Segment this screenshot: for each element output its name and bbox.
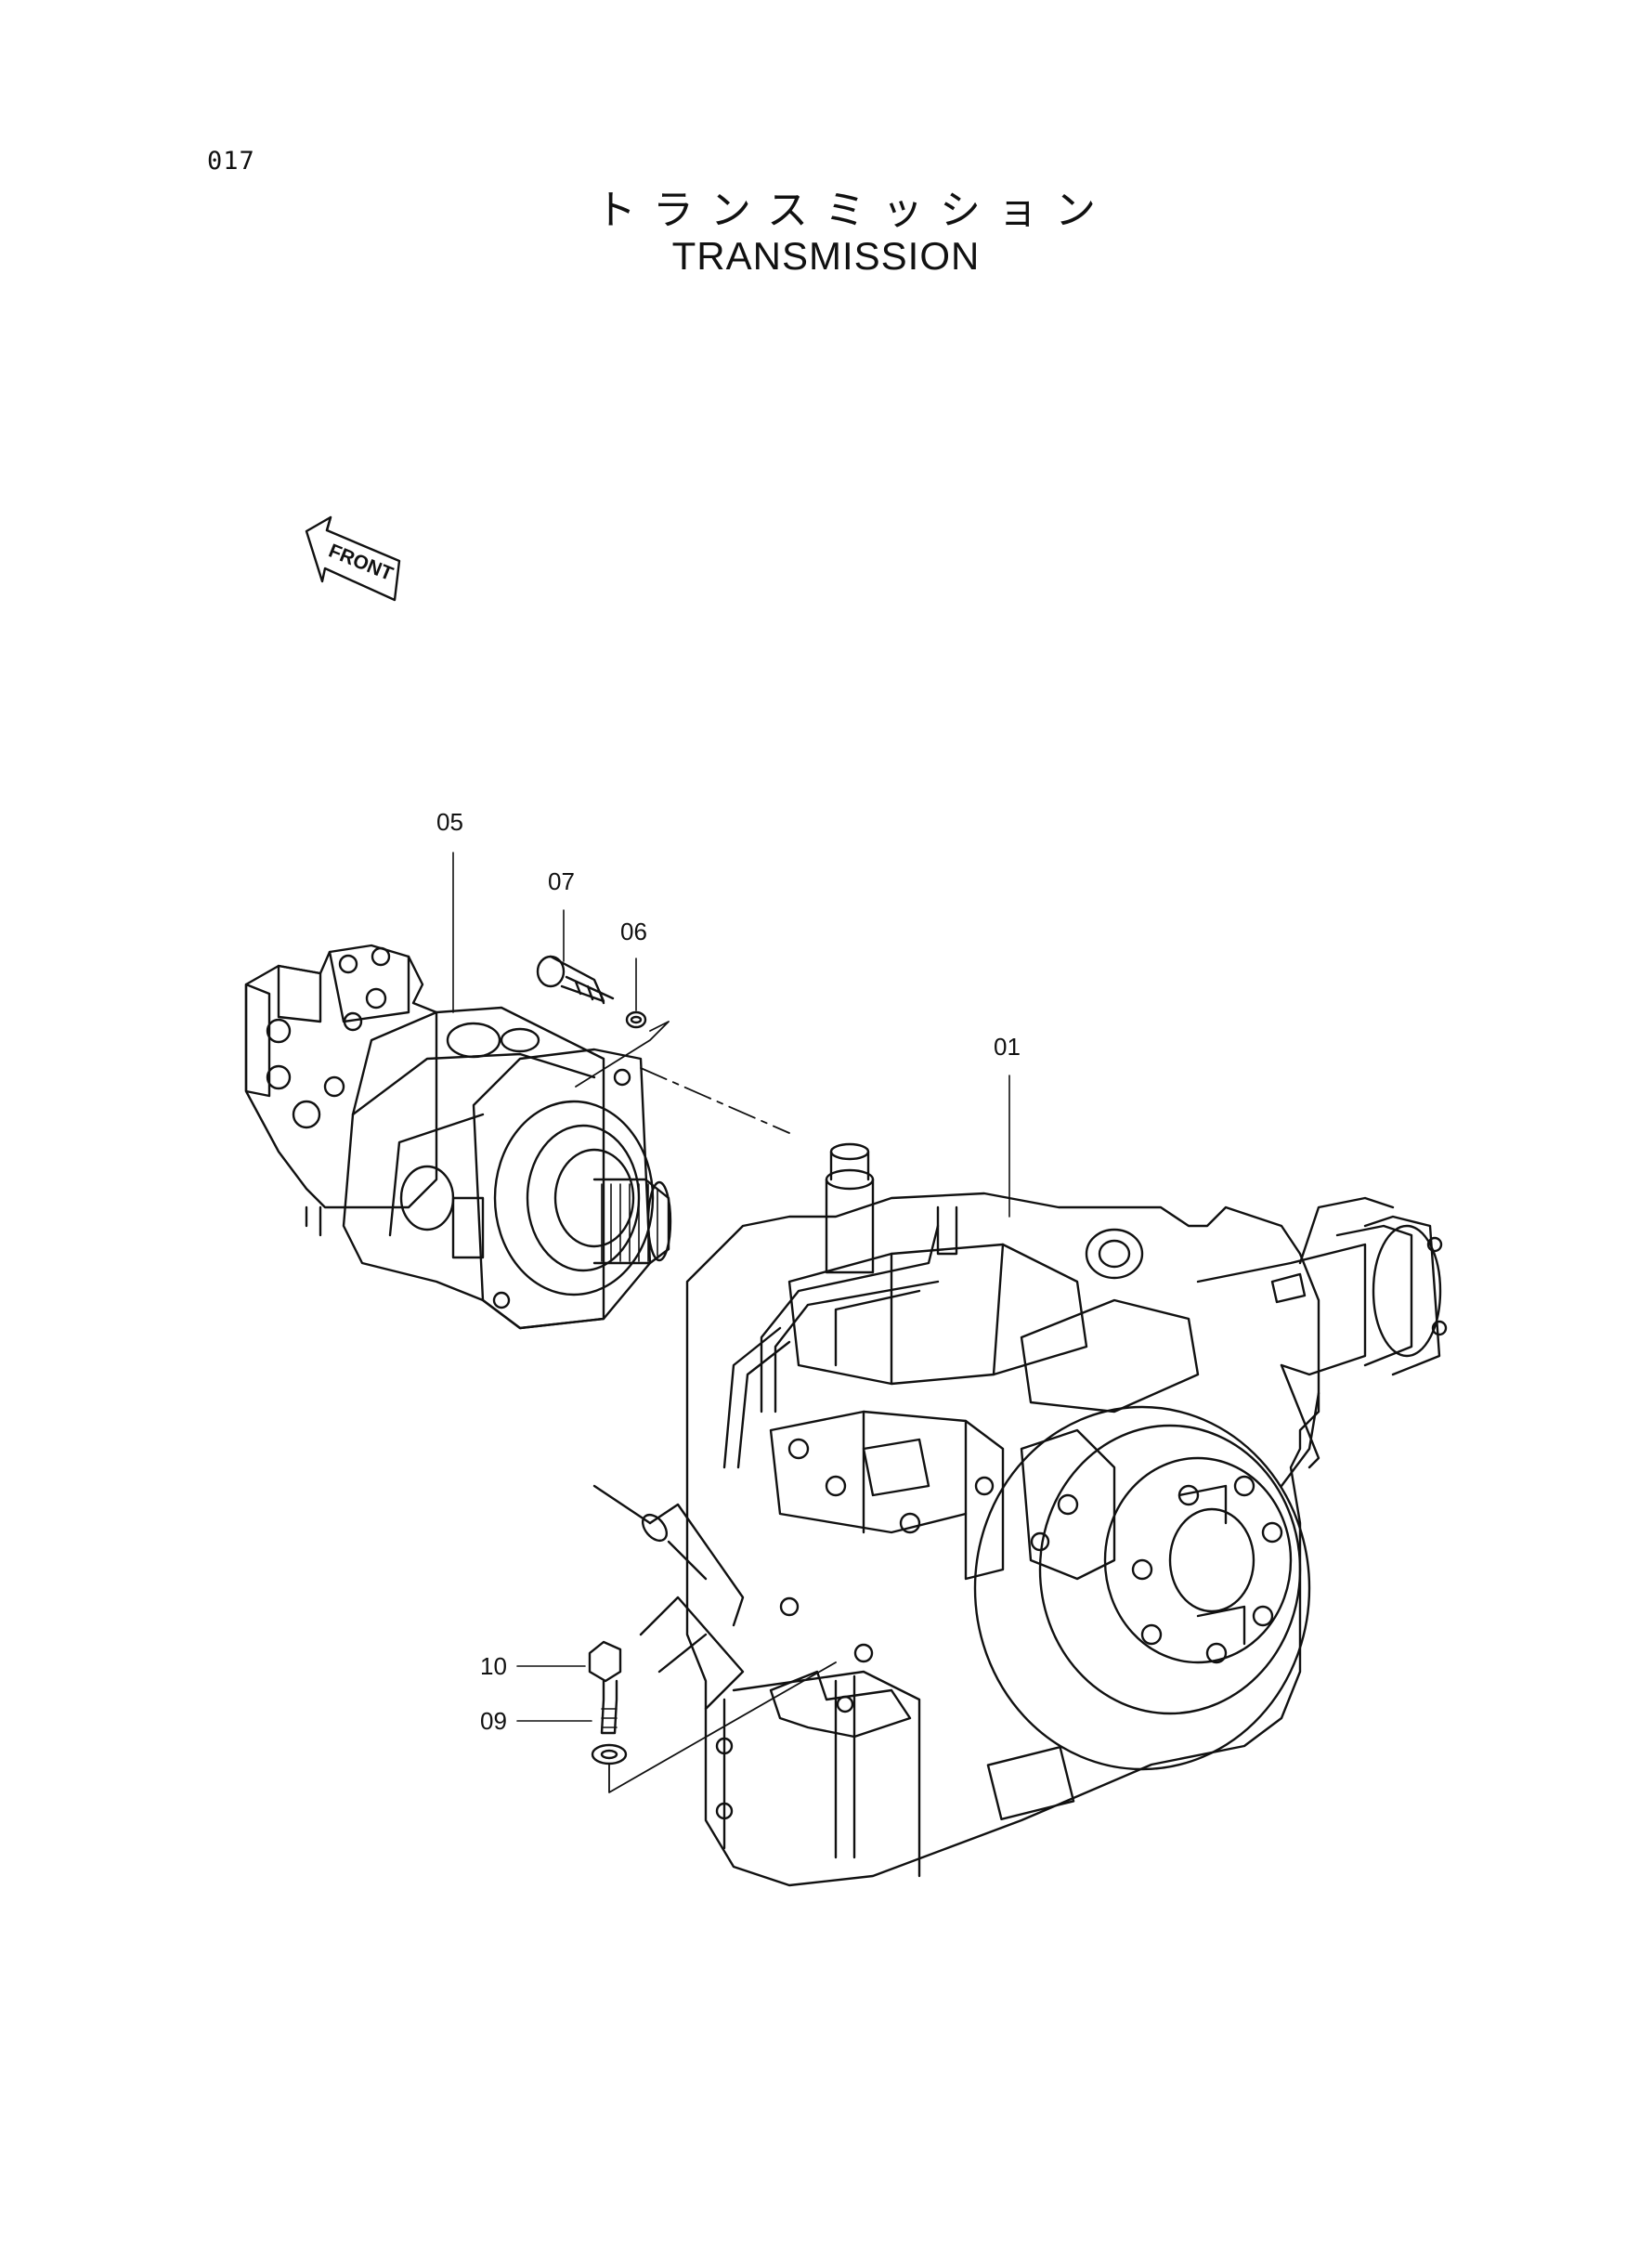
callout-label-07: 07 [548,867,575,895]
title-english: TRANSMISSION [671,234,981,278]
bolt-10 [588,1640,622,1735]
page-number: 017 [207,147,255,176]
assembly-line-motor [640,1067,790,1134]
transmission-01 [592,1142,1448,1887]
callout-label-10: 10 [480,1652,507,1680]
assembly-line-bolt10 [608,1661,837,1793]
title-japanese: トランスミッション [594,187,1113,234]
callout-label-06: 06 [620,918,647,945]
front-arrow-icon: FRONT [305,515,401,602]
callout-label-01: 01 [994,1033,1021,1061]
assembly-line-bolt07 [575,1021,670,1088]
callout-label-05: 05 [436,808,463,836]
washer-06 [625,1010,647,1029]
hydraulic-motor-05 [244,944,672,1330]
callout-label-09: 09 [480,1707,507,1735]
bolt-07 [536,955,615,1005]
washer-09 [591,1743,628,1765]
